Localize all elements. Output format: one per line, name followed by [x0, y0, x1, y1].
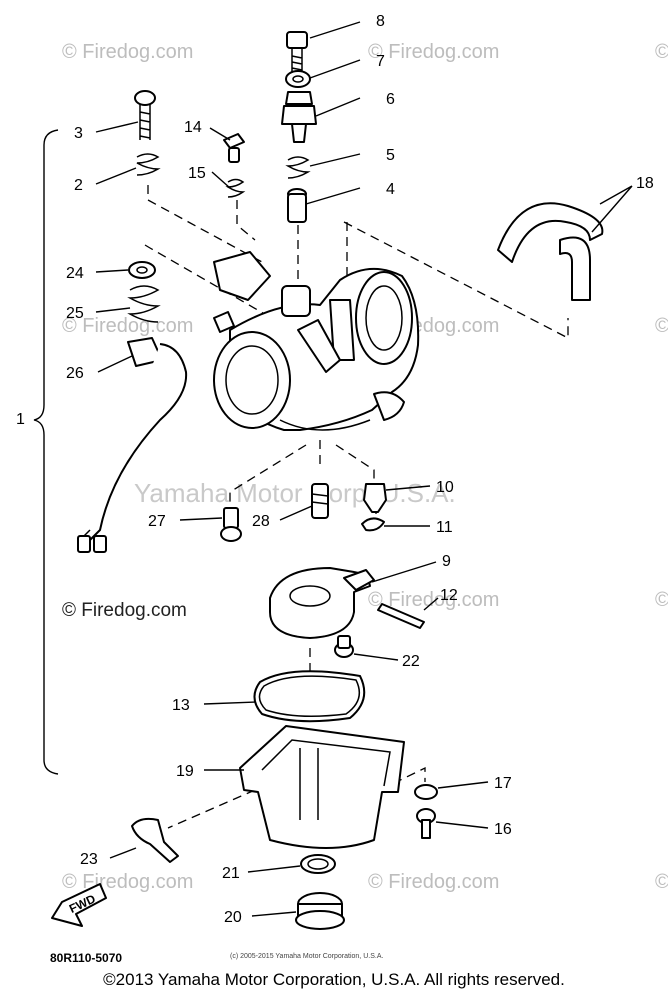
part-11-clip [361, 517, 385, 532]
part-25-spring [127, 285, 161, 323]
callout-1: 1 [16, 411, 25, 428]
part-19-float-bowl [239, 725, 405, 849]
callout-13: 13 [172, 697, 190, 714]
callout-25: 25 [66, 305, 84, 322]
part-13-o-ring [253, 670, 366, 723]
watermark-yamaha-center: Yamaha Motor Corp, U.S.A. [134, 478, 456, 508]
part-2-spring [136, 153, 161, 176]
carburetor-body [213, 251, 420, 431]
watermark-firedog: © Firedog.com [368, 589, 499, 611]
callout-15: 15 [188, 165, 206, 182]
part-15-spring [225, 178, 246, 198]
leader-lines [95, 21, 633, 917]
part-28-jet-holder [311, 483, 329, 519]
watermark-firedog: © Firedog.com [62, 315, 193, 337]
callout-4: 4 [386, 181, 395, 198]
callout-7: 7 [376, 53, 385, 70]
callout-26: 26 [66, 365, 84, 382]
callout-17: 17 [494, 775, 512, 792]
watermark-firedog: © Firedog.com [655, 589, 668, 611]
callout-27: 27 [148, 513, 166, 530]
part-6-valve [281, 91, 317, 143]
part-21-washer [300, 854, 336, 874]
callout-labels: 1 2 3 4 5 6 7 8 9 10 11 12 13 14 15 16 1… [16, 13, 654, 926]
callout-14: 14 [184, 119, 202, 136]
part-16-screw [416, 808, 436, 839]
part-14-screw [223, 133, 245, 163]
part-18-hose [497, 202, 604, 301]
watermark-firedog: © Firedog.com [368, 871, 499, 893]
callout-16: 16 [494, 821, 512, 838]
callout-6: 6 [386, 91, 395, 108]
callout-24: 24 [66, 265, 84, 282]
part-8-screw [286, 31, 308, 72]
part-17-nut [414, 784, 438, 800]
watermark-layer: © Firedog.com © Firedog.com © Firedog.co… [62, 41, 668, 893]
part-24-washer [128, 261, 156, 279]
callout-2: 2 [74, 177, 83, 194]
watermark-firedog: © Firedog.com [62, 871, 193, 893]
callout-18: 18 [636, 175, 654, 192]
watermark-firedog: © Firedog.com [62, 41, 193, 63]
callout-11: 11 [436, 519, 453, 536]
callout-23: 23 [80, 851, 98, 868]
watermark-firedog: © Firedog.com [368, 41, 499, 63]
watermark-firedog: © Firedog.com [655, 315, 668, 337]
callout-28: 28 [252, 513, 270, 530]
assembly-bracket [33, 129, 59, 775]
part-4-needle-jet [287, 188, 307, 223]
part-3-screw [134, 90, 156, 140]
part-5-spring [285, 156, 311, 179]
small-copyright: (c) 2005-2015 Yamaha Motor Corporation, … [230, 953, 383, 960]
footer-copyright: ©2013 Yamaha Motor Corporation, U.S.A. A… [103, 970, 565, 989]
part-20-drain-plug [295, 892, 345, 930]
part-7-nut [285, 70, 311, 88]
part-26-choke-plunger [77, 337, 188, 553]
watermark-firedog: © Firedog.com [655, 41, 668, 63]
callout-8: 8 [376, 13, 385, 30]
fwd-label: FWD [67, 892, 98, 916]
part-22-pilot-jet [334, 635, 354, 658]
watermark-firedog-dark: © Firedog.com [62, 600, 187, 621]
callout-9: 9 [442, 553, 451, 570]
callout-19: 19 [176, 763, 194, 780]
callout-20: 20 [224, 909, 242, 926]
part-10-float-needle [363, 483, 387, 513]
part-23-clamp [131, 817, 179, 863]
part-12-float-pin [377, 603, 425, 629]
part-27-main-jet [220, 507, 242, 542]
part-9-float [269, 567, 375, 639]
callout-21: 21 [222, 865, 240, 882]
callout-22: 22 [402, 653, 420, 670]
callout-3: 3 [74, 125, 83, 142]
callout-12: 12 [440, 587, 458, 604]
callout-5: 5 [386, 147, 395, 164]
part-code: 80R110-5070 [50, 951, 122, 965]
callout-10: 10 [436, 479, 454, 496]
watermark-firedog: © Firedog.com [655, 871, 668, 893]
